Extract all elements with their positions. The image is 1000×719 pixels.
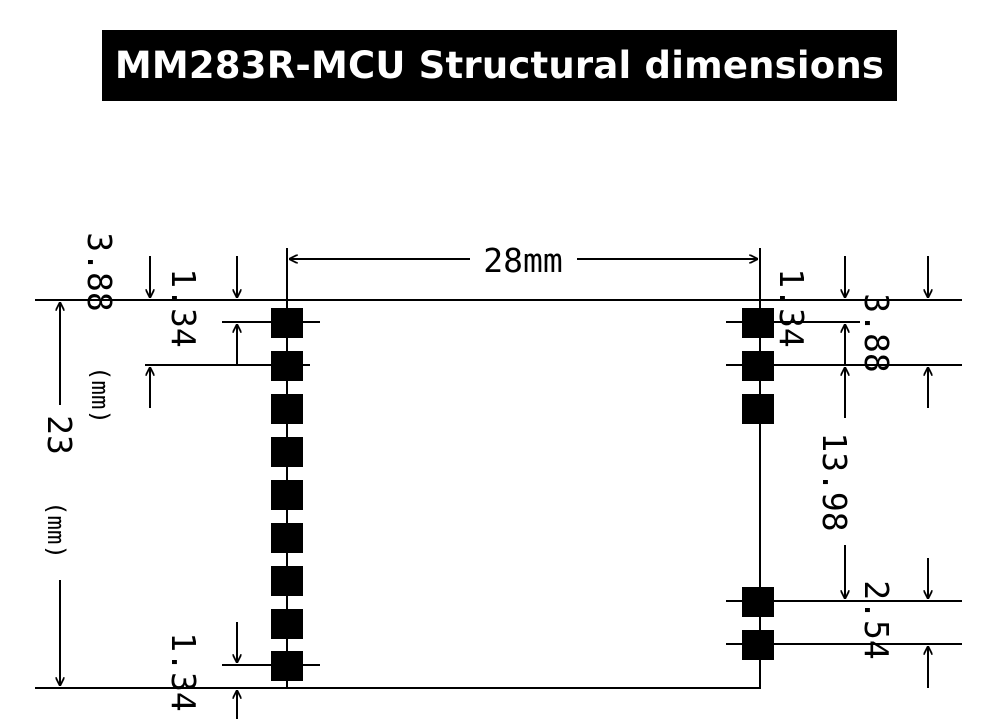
pad [271, 523, 303, 553]
pad [742, 308, 774, 338]
pad [271, 480, 303, 510]
pad [271, 351, 303, 381]
pad [271, 437, 303, 467]
right-pad-top-value: 1.34 [772, 268, 811, 347]
left-top-offset-unit: (mm) [86, 366, 114, 424]
pad [271, 609, 303, 639]
left-top-offset-value: 3.88 [80, 232, 119, 311]
right-pitch-value: 2.54 [857, 580, 896, 659]
module-outline [286, 299, 761, 689]
diagram-title: MM283R-MCU Structural dimensions [102, 30, 897, 101]
right-top-gap-value: 3.88 [857, 293, 896, 372]
left-pad-bottom-value: 1.34 [164, 632, 203, 711]
left-pad-column [271, 308, 303, 681]
right-span-value: 13.98 [815, 432, 854, 531]
pad [742, 351, 774, 381]
pad [742, 394, 774, 424]
pad [271, 394, 303, 424]
left-pad-top-value: 1.34 [164, 268, 203, 347]
width-dimension-label: 28mm [483, 241, 562, 280]
pad [271, 566, 303, 596]
height-dimension-value: 23 [40, 415, 79, 455]
pad [742, 587, 774, 617]
pad [271, 651, 303, 681]
right-pad-column [742, 308, 774, 660]
pad [742, 630, 774, 660]
height-dimension-unit: (mm) [42, 501, 70, 559]
pad [271, 308, 303, 338]
